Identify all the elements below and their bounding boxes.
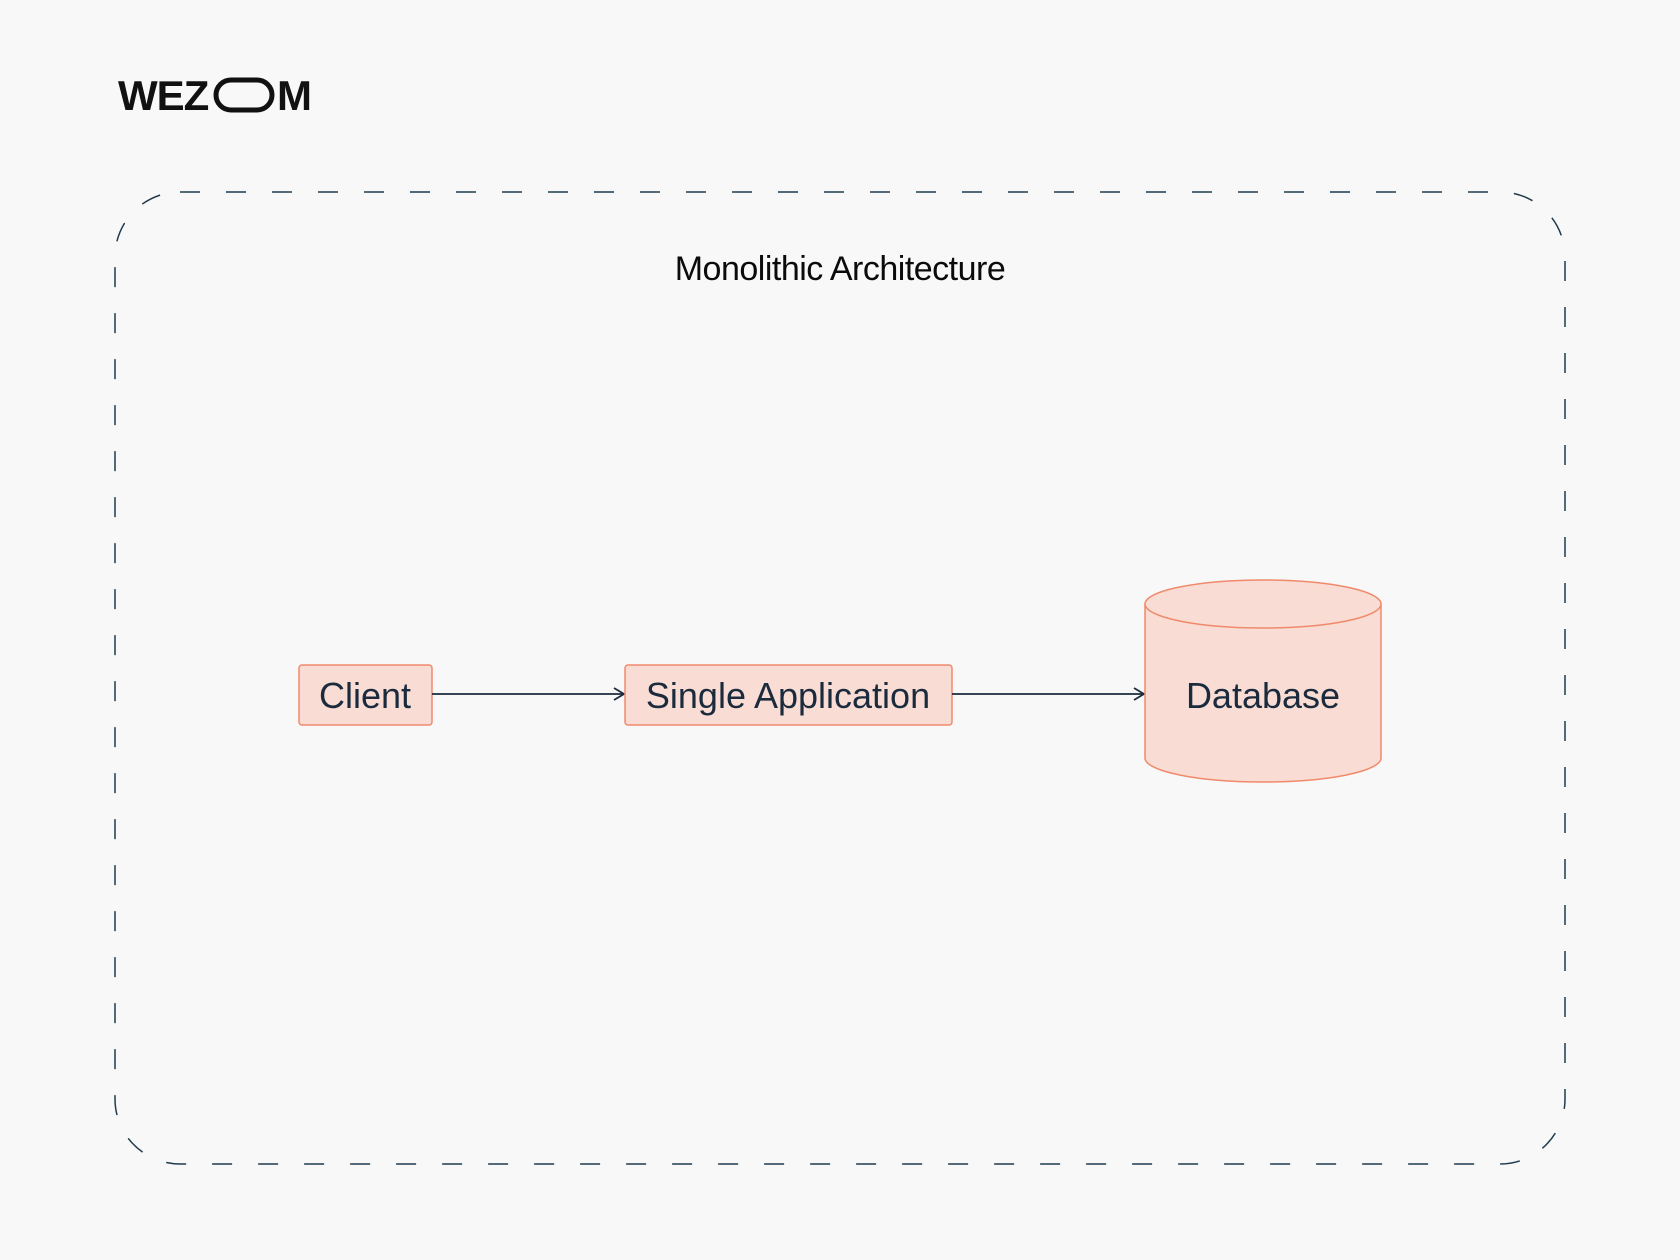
application-box	[624, 664, 953, 726]
database-label: Database	[1186, 675, 1340, 716]
logo-o-icon	[213, 77, 275, 113]
logo-text-right: M	[277, 72, 311, 119]
database-cylinder-body	[1144, 604, 1382, 783]
application-node: Single Application	[624, 664, 953, 726]
diagram-title: Monolithic Architecture	[675, 250, 1006, 288]
architecture-boundary	[114, 191, 1566, 1165]
client-box	[298, 664, 433, 726]
logo-text-left: WEZ	[118, 72, 209, 119]
database-cylinder-top	[1144, 579, 1382, 629]
client-node: Client	[298, 664, 433, 726]
application-label: Single Application	[646, 675, 930, 716]
database-node: Database	[1144, 579, 1382, 783]
wezom-logo: WEZ M	[118, 72, 312, 119]
client-label: Client	[319, 675, 411, 716]
